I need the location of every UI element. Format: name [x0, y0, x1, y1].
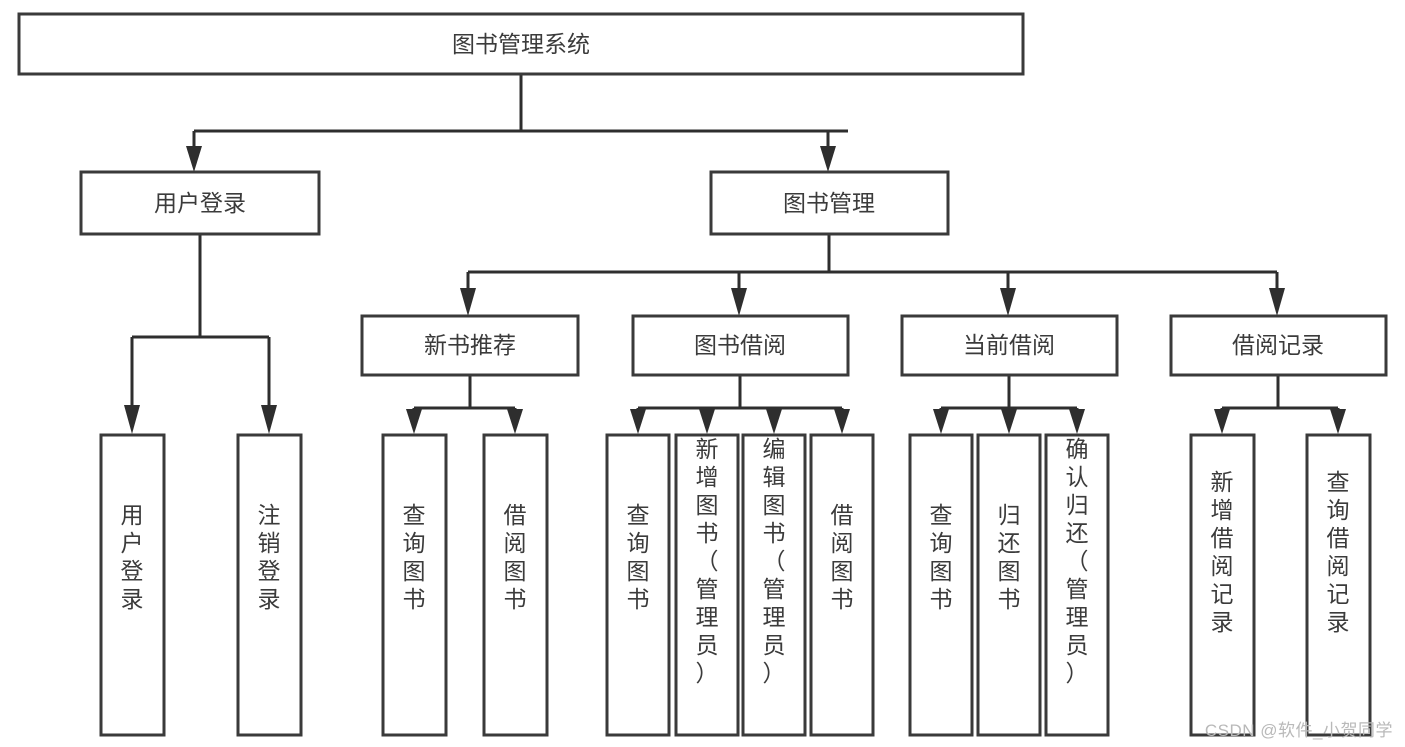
leaf-edit-book-label: 编辑图书（管理员） [763, 436, 786, 686]
connector-currentborrow-to-leaves [933, 375, 1085, 434]
leaf-logout-login-label: 注销登录 [258, 502, 281, 612]
node-current-borrow-label: 当前借阅 [963, 332, 1055, 358]
connector-bookborrow-to-leaves [630, 375, 850, 434]
leaf-return-book[interactable]: 归还图书 [976, 433, 1042, 737]
node-borrow-record[interactable]: 借阅记录 [1169, 314, 1388, 377]
node-user-login-label: 用户登录 [154, 190, 246, 216]
leaf-query-book-3-label: 查询图书 [930, 502, 953, 612]
leaf-add-record[interactable]: 新增借阅记录 [1189, 433, 1256, 737]
connector-newbook-to-leaves [406, 375, 523, 434]
leaf-query-book-1[interactable]: 查询图书 [381, 433, 448, 737]
leaf-query-book-1-label: 查询图书 [403, 502, 426, 612]
leaf-borrow-book-1[interactable]: 借阅图书 [482, 433, 549, 737]
node-user-login[interactable]: 用户登录 [79, 170, 321, 236]
leaf-query-book-2-label: 查询图书 [627, 502, 650, 612]
node-book-borrow[interactable]: 图书借阅 [631, 314, 850, 377]
leaf-borrow-book-2[interactable]: 借阅图书 [809, 433, 875, 737]
node-root[interactable]: 图书管理系统 [17, 12, 1025, 76]
leaf-return-book-label: 归还图书 [998, 502, 1021, 612]
leaf-query-book-3[interactable]: 查询图书 [908, 433, 974, 737]
leaf-confirm-return[interactable]: 确认归还（管理员） [1044, 433, 1110, 737]
node-root-label: 图书管理系统 [452, 31, 590, 57]
leaf-borrow-book-2-label: 借阅图书 [831, 502, 854, 612]
leaf-user-login[interactable]: 用户登录 [99, 433, 166, 737]
node-borrow-record-label: 借阅记录 [1232, 332, 1324, 358]
node-book-management-label: 图书管理 [783, 190, 875, 216]
connector-userlogin-to-leaves [124, 234, 277, 434]
node-book-management[interactable]: 图书管理 [709, 170, 950, 236]
leaf-confirm-return-label: 确认归还（管理员） [1066, 436, 1089, 686]
leaf-add-book-label: 新增图书（管理员） [696, 436, 719, 686]
node-new-book-recommend[interactable]: 新书推荐 [360, 314, 580, 377]
node-new-book-recommend-label: 新书推荐 [424, 332, 516, 358]
leaf-query-book-2[interactable]: 查询图书 [605, 433, 671, 737]
leaf-user-login-label: 用户登录 [121, 502, 144, 612]
csdn-watermark: CSDN @软件_小贺同学 [1204, 721, 1393, 740]
node-current-borrow[interactable]: 当前借阅 [900, 314, 1119, 377]
leaf-query-record-label: 查询借阅记录 [1327, 469, 1350, 635]
node-book-borrow-label: 图书借阅 [694, 332, 786, 358]
leaf-logout-login[interactable]: 注销登录 [236, 433, 303, 737]
leaf-query-record[interactable]: 查询借阅记录 [1305, 433, 1372, 737]
leaf-borrow-book-1-label: 借阅图书 [504, 502, 527, 612]
leaf-edit-book[interactable]: 编辑图书（管理员） [741, 433, 807, 737]
leaf-add-record-label: 新增借阅记录 [1211, 469, 1234, 635]
connector-root-to-level1 [186, 74, 848, 172]
connector-borrowrecord-to-leaves [1214, 375, 1346, 434]
connector-bookmgmt-to-level2 [460, 234, 1285, 316]
leaf-add-book[interactable]: 新增图书（管理员） [674, 433, 740, 737]
